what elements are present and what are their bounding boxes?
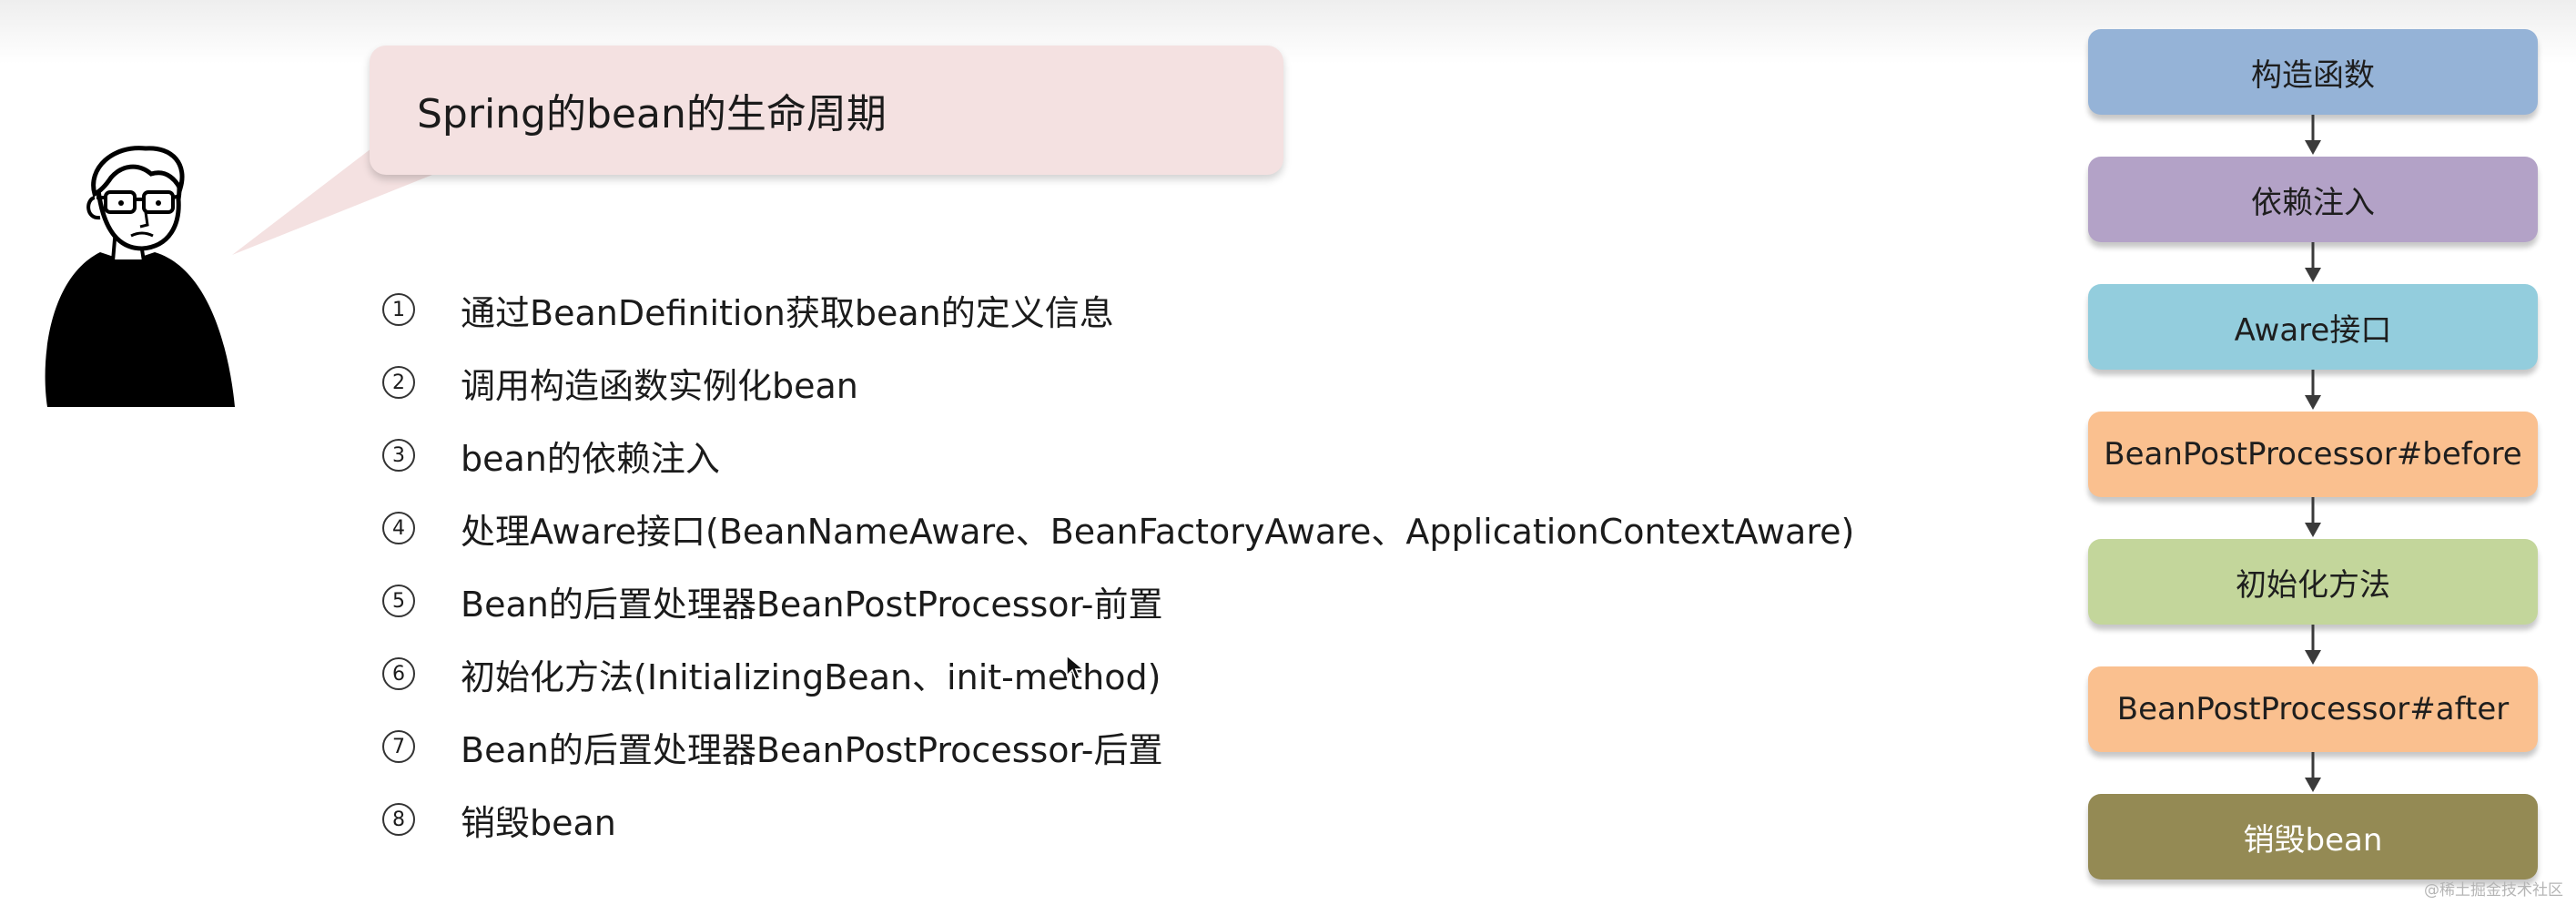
step-text: 初始化方法(InitializingBean、init-method) (461, 656, 1161, 697)
flow-arrow (2088, 497, 2538, 539)
step-item: 1 通过BeanDefinition获取bean的定义信息 (382, 273, 1854, 346)
step-item: 8 销毁bean (382, 783, 1854, 856)
flow-arrow (2088, 115, 2538, 157)
lifecycle-steps-list: 1 通过BeanDefinition获取bean的定义信息 2 调用构造函数实例… (382, 273, 1854, 856)
presenter-avatar-illustration (45, 146, 236, 407)
flow-box-label: 构造函数 (2251, 56, 2375, 94)
step-number-badge: 6 (382, 657, 415, 690)
step-number-badge: 1 (382, 293, 415, 326)
step-text: 通过BeanDefinition获取bean的定义信息 (461, 292, 1114, 333)
flow-box-label: 销毁bean (2243, 821, 2383, 859)
flow-box-label: BeanPostProcessor#before (2104, 436, 2522, 473)
step-number-badge: 8 (382, 803, 415, 836)
flow-box-postprocessor-after: BeanPostProcessor#after (2088, 666, 2538, 752)
flow-box-constructor: 构造函数 (2088, 29, 2538, 115)
step-item: 3 bean的依赖注入 (382, 419, 1854, 492)
lifecycle-flowchart: 构造函数 依赖注入 Aware接口 BeanPostProcessor#befo… (2088, 29, 2538, 880)
flow-arrow (2088, 242, 2538, 284)
flow-box-label: BeanPostProcessor#after (2116, 691, 2510, 727)
step-number-badge: 3 (382, 439, 415, 472)
step-item: 7 Bean的后置处理器BeanPostProcessor-后置 (382, 710, 1854, 783)
speech-bubble: Spring的bean的生命周期 (370, 46, 1283, 175)
step-item: 4 处理Aware接口(BeanNameAware、BeanFactoryAwa… (382, 492, 1854, 564)
flow-box-label: 依赖注入 (2251, 184, 2375, 221)
step-number-badge: 5 (382, 585, 415, 617)
step-item: 2 调用构造函数实例化bean (382, 346, 1854, 419)
flow-box-aware-interface: Aware接口 (2088, 284, 2538, 370)
flow-box-postprocessor-before: BeanPostProcessor#before (2088, 412, 2538, 497)
flow-arrow (2088, 625, 2538, 666)
step-text: Bean的后置处理器BeanPostProcessor-后置 (461, 729, 1163, 770)
step-text: 销毁bean (461, 802, 616, 843)
flow-box-label: Aware接口 (2234, 311, 2392, 349)
flow-box-destroy: 销毁bean (2088, 794, 2538, 880)
flow-box-dependency-injection: 依赖注入 (2088, 157, 2538, 242)
step-item: 6 初始化方法(InitializingBean、init-method) (382, 637, 1854, 710)
step-text: 调用构造函数实例化bean (461, 365, 858, 406)
step-item: 5 Bean的后置处理器BeanPostProcessor-前置 (382, 564, 1854, 637)
watermark: @稀土掘金技术社区 (2424, 881, 2563, 900)
flow-arrow (2088, 370, 2538, 412)
step-number-badge: 4 (382, 512, 415, 544)
flow-box-init-method: 初始化方法 (2088, 539, 2538, 625)
step-text: Bean的后置处理器BeanPostProcessor-前置 (461, 584, 1163, 625)
step-number-badge: 2 (382, 366, 415, 399)
step-text: bean的依赖注入 (461, 438, 720, 479)
flow-box-label: 初始化方法 (2236, 566, 2390, 604)
mouse-pointer-icon (1066, 654, 1085, 681)
callout-title: Spring的bean的生命周期 (417, 91, 887, 137)
step-text: 处理Aware接口(BeanNameAware、BeanFactoryAware… (461, 511, 1855, 552)
step-number-badge: 7 (382, 730, 415, 763)
flow-arrow (2088, 752, 2538, 794)
